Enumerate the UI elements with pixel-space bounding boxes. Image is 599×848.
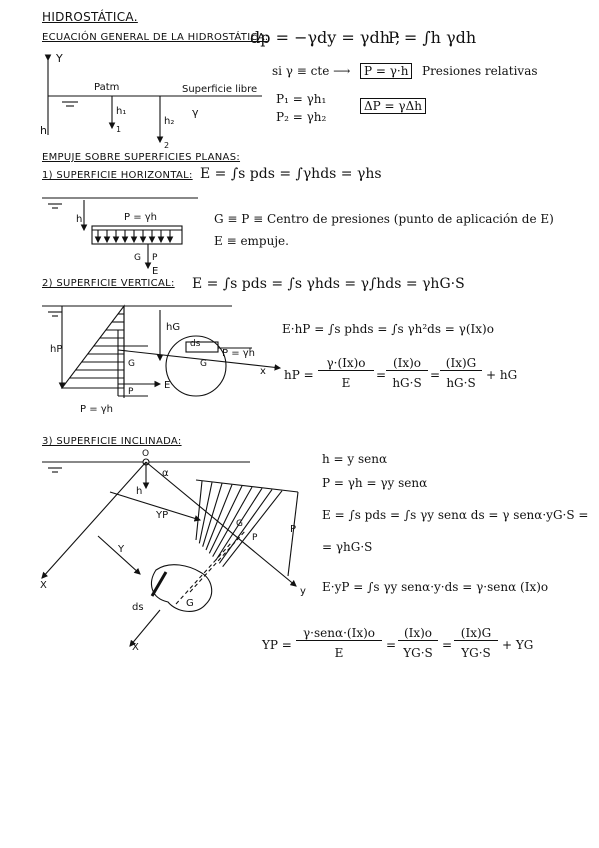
vertical-label: 2) SUPERFICIE VERTICAL: [42, 278, 175, 289]
inclined-frac3-den: YG·S [461, 646, 491, 660]
horizontal-surface-figure: h P = γh G P E [42, 197, 198, 277]
figure-stroke [218, 489, 273, 564]
fig3-g-circle-label: G [200, 359, 207, 369]
fig2-p-label: P [152, 253, 158, 263]
boxed-pressure: P = γ·h [360, 63, 413, 79]
vertical-ehp-eq: E·hP = ∫s phds = ∫s γh²ds = γ(Ix)o [282, 322, 494, 336]
fig2-e-label: E [152, 266, 158, 277]
delta-pressure-box: ΔP = γΔh [360, 98, 426, 114]
fig2-g-label: G [134, 253, 141, 263]
horizontal-eq: E = ∫s pds = ∫γhds = γhs [200, 166, 382, 182]
fig1-gamma-label: γ [192, 106, 199, 119]
fig4-yp-label: YP [155, 510, 168, 521]
fig3-x-label: x [260, 366, 266, 377]
fig1-y-label: Y [55, 52, 63, 65]
vertical-frac1-den: E [341, 376, 351, 390]
fig1-h-label: h [40, 124, 47, 137]
fig4-y-axis-label: y [300, 586, 306, 597]
fig1-point1-label: 1 [116, 125, 121, 134]
fig1-h2-label: h₂ [164, 116, 174, 127]
vertical-frac2-den: hG·S [392, 376, 422, 390]
vertical-hp-tail: + hG [486, 368, 518, 382]
inclined-e-eq-cont: = γhG·S [322, 540, 373, 554]
figure-stroke [212, 486, 253, 557]
fig2-h-label: h [76, 214, 82, 225]
inclined-e-eq: E = ∫s pds = ∫s γy senα ds = γ senα·yG·S… [322, 508, 589, 522]
inclined-frac1-num: γ·senα·(Ix)o [296, 626, 382, 641]
p2-eq: P₂ = γh₂ [276, 110, 327, 124]
figure-stroke [222, 490, 283, 568]
fig3-hp-label: hP [50, 344, 62, 355]
fig1-h1-label: h₁ [116, 106, 126, 117]
fig1-surface-label: Superficie libre [182, 84, 257, 95]
fig4-x-label: X [40, 580, 47, 591]
fig4-y-label: Y [117, 544, 125, 555]
fig3-g-label: G [128, 359, 135, 369]
thrust-def: E ≡ empuje. [214, 234, 289, 248]
fig1-point2-label: 2 [164, 141, 169, 150]
fig1-patm-label: Patm [94, 82, 119, 93]
figure-stroke [195, 480, 203, 541]
relative-pressures: Presiones relativas [422, 64, 538, 78]
p1-eq: P₁ = γh₁ [276, 92, 327, 106]
empuje-heading: EMPUJE SOBRE SUPERFICIES PLANAS: [42, 152, 241, 163]
inclined-frac3-num: (Ix)G [454, 626, 498, 641]
vertical-eq: E = ∫s pds = ∫s γhds = γ∫hds = γhG·S [192, 276, 465, 292]
inclined-frac2-den: YG·S [403, 646, 433, 660]
vertical-frac2-num: (Ix)o [386, 356, 428, 371]
fig3-pressure-label: P = γh [222, 348, 255, 359]
figure-stroke [198, 482, 213, 544]
fig2-pressure-label: P = γh [124, 212, 157, 223]
inclined-label: 3) SUPERFICIE INCLINADA: [42, 436, 182, 447]
inclined-eyp-eq: E·yP = ∫s γy senα·y·ds = γ·senα (Ix)o [322, 580, 549, 594]
hydrostatic-figure: Y h Patm Superficie libre γ h₁ h₂ 1 2 [40, 52, 262, 150]
figure-stroke [202, 483, 223, 547]
fig4-ds-label: ds [132, 602, 144, 613]
inclined-h-eq: h = y senα [322, 452, 388, 466]
inclined-p-eq: P = γh = γy senα [322, 476, 428, 490]
fig4-p-label: P [290, 524, 296, 535]
inclined-frac2-num: (Ix)o [398, 626, 438, 641]
fig4-pp-label: P [252, 533, 258, 543]
vertical-frac3-num: (Ix)G [440, 356, 482, 371]
general-heading: ECUACIÓN GENERAL DE LA HIDROSTÁTICA: [42, 32, 269, 43]
vertical-surface-figure: hP hG ds G P = γh x G P E P = γh [42, 304, 282, 415]
fig4-g-label: G [186, 598, 194, 609]
inclined-frac1-den: E [334, 646, 344, 660]
fig4-x2-label: X [132, 642, 139, 653]
inclined-surface-figure: O α h YP Y X X ds G G P P y [40, 449, 306, 653]
inclined-yp-tail: + YG [502, 638, 534, 652]
figure-stroke [215, 488, 263, 561]
general-eq1: dp = −γdy = γdh ; [250, 28, 401, 47]
fig3-e-label: E [164, 380, 170, 391]
center-of-pressure-def: G ≡ P ≡ Centro de presiones (punto de ap… [214, 212, 554, 226]
fig3-hg-label: hG [166, 322, 180, 333]
figure-stroke [208, 485, 243, 554]
horizontal-label: 1) SUPERFICIE HORIZONTAL: [42, 170, 193, 181]
vertical-frac3-den: hG·S [446, 376, 476, 390]
constant-condition: si γ ≡ cte ⟶ [272, 64, 351, 78]
fig3-bottom-pressure: P = γh [80, 404, 113, 415]
general-eq2: P = ∫h γdh [388, 28, 477, 47]
vertical-hp-lhs: hP = [284, 368, 314, 382]
fig4-origin-label: O [142, 449, 149, 459]
fig3-ds-label: ds [190, 339, 201, 349]
fig4-h-label: h [136, 486, 142, 497]
fig3-p-label: P [128, 387, 134, 397]
inclined-yp-lhs: YP = [262, 638, 292, 652]
figure-stroke [205, 484, 233, 551]
page-title: HIDROSTÁTICA. [42, 10, 138, 24]
vertical-frac1-num: γ·(Ix)o [318, 356, 374, 371]
fig4-alpha-label: α [162, 468, 169, 479]
fig4-g2-label: G [236, 519, 243, 529]
